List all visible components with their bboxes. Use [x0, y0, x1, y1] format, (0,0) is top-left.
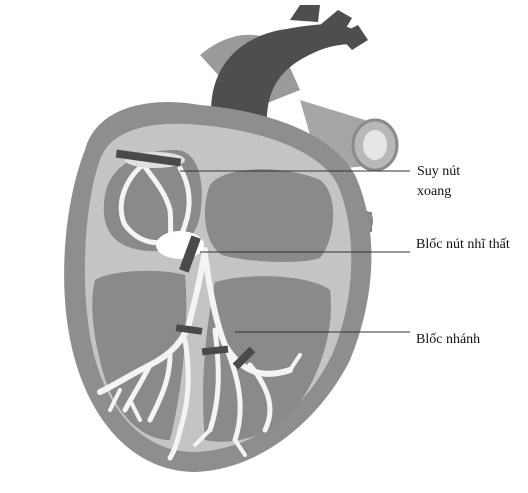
label-sinus-line2: xoang: [417, 182, 460, 202]
label-bundle-branch-block: Blốc nhánh: [416, 330, 480, 350]
label-sinus-line1: Suy nút: [417, 162, 460, 182]
label-av-block: Blốc nút nhĩ thất: [416, 235, 510, 255]
left-atrium: [205, 169, 333, 262]
label-sinus-node-dysfunction: Suy nút xoang: [417, 162, 460, 202]
